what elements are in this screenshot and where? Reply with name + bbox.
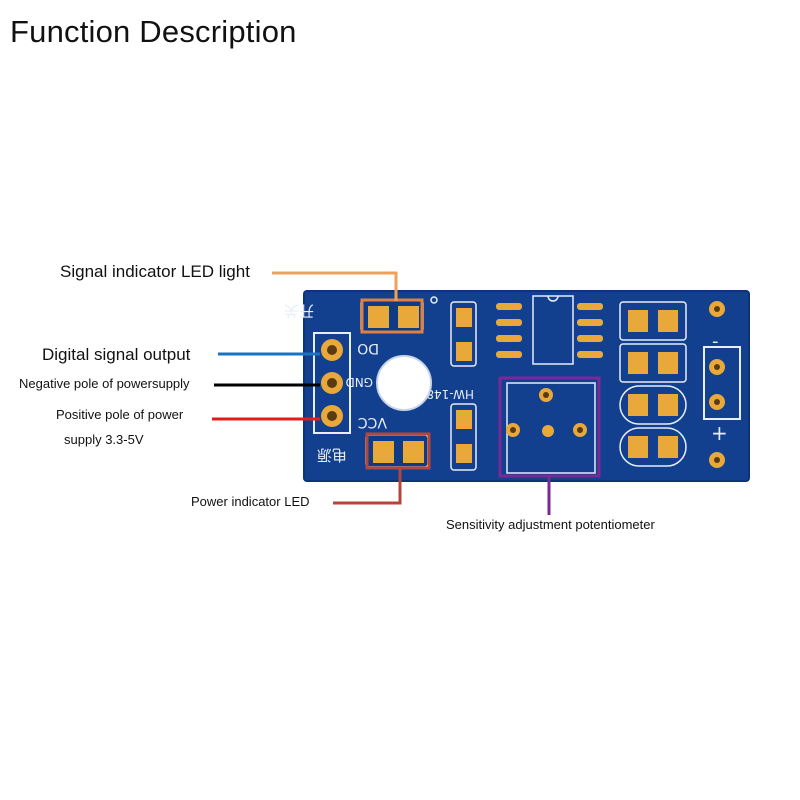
power-silk: 电源 bbox=[317, 446, 347, 464]
model-silk: HW-148 bbox=[426, 387, 474, 401]
do-silk: DO bbox=[357, 340, 379, 356]
header-pins bbox=[313, 332, 351, 434]
vcc-silk: VCC bbox=[358, 414, 387, 430]
page-title: Function Description bbox=[10, 14, 297, 49]
minus-silk: - bbox=[712, 331, 719, 352]
power-led-highlight bbox=[365, 432, 431, 470]
signal-led-label: Signal indicator LED light bbox=[60, 262, 250, 281]
plus-silk: + bbox=[711, 421, 728, 445]
gnd-silk: GND bbox=[345, 375, 373, 389]
positive-pole-label: Positive pole of power bbox=[56, 407, 184, 422]
positive-pole-label-line2: supply 3.3-5V bbox=[64, 432, 144, 447]
switch-silk: 开关 bbox=[284, 302, 314, 320]
digital-output-label: Digital signal output bbox=[42, 345, 191, 364]
power-led-line bbox=[333, 467, 402, 505]
signal-led-line bbox=[272, 271, 398, 301]
power-led-label: Power indicator LED bbox=[191, 494, 310, 509]
signal-led-highlight bbox=[360, 298, 424, 334]
mounting-hole bbox=[376, 355, 432, 411]
signal-led-pad bbox=[368, 306, 389, 328]
sensitivity-pot-label: Sensitivity adjustment potentiometer bbox=[446, 517, 655, 532]
negative-pole-label: Negative pole of powersupply bbox=[19, 376, 190, 391]
potentiometer bbox=[506, 382, 596, 474]
ic-chip bbox=[496, 295, 603, 365]
power-led-pad bbox=[373, 441, 394, 463]
